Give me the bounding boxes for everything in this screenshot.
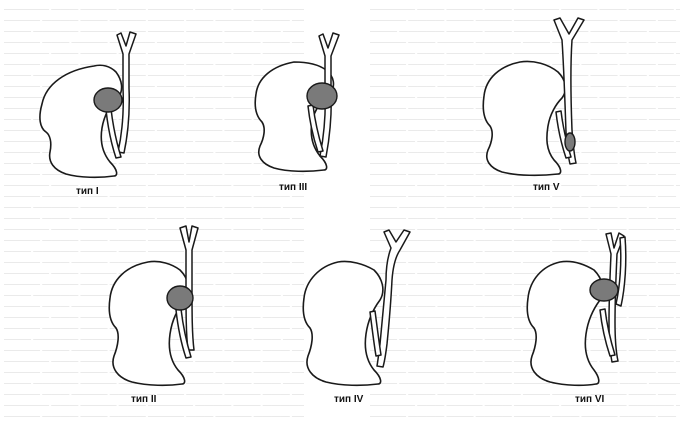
cyst: [167, 286, 193, 310]
diagram-type-3: тип III: [255, 33, 339, 193]
type-label-6: тип VI: [575, 394, 605, 405]
type-label-3: тип III: [279, 182, 307, 193]
diagram-type-2: тип II: [109, 226, 198, 405]
cyst: [590, 279, 618, 301]
diagram-type-5: тип V: [483, 18, 584, 193]
duodenum-shape: [527, 261, 603, 385]
diagram-type-6: тип VI: [527, 233, 626, 405]
type-label-5: тип V: [533, 182, 560, 193]
cyst: [307, 83, 337, 109]
duodenum-shape: [109, 261, 189, 385]
cyst: [94, 88, 122, 112]
type-label-4: тип IV: [334, 394, 364, 405]
common-bile-duct: [377, 230, 410, 367]
type-label-2: тип II: [131, 394, 157, 405]
pancreatic-duct: [370, 311, 381, 356]
diagram-type-1: тип I: [40, 32, 136, 197]
diagram-type-4: тип IV: [303, 230, 410, 405]
duodenum-shape: [483, 61, 565, 175]
type-label-1: тип I: [76, 186, 99, 197]
cyst: [565, 133, 575, 151]
pancreatic-duct: [106, 109, 121, 158]
